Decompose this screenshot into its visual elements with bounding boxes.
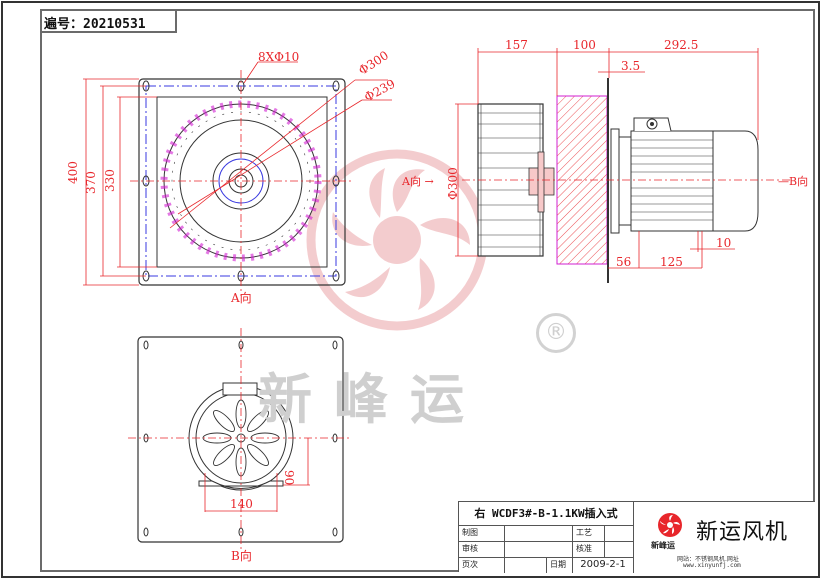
dim-157: 157: [505, 38, 528, 52]
view-label-b-side: —B向: [778, 175, 809, 188]
company-name: 新运风机: [696, 520, 789, 545]
review-value: [505, 541, 573, 557]
side-view: [455, 48, 790, 283]
rear-view: [128, 328, 350, 552]
dim-impeller-dia: Φ300: [446, 167, 460, 200]
title-block: 右 WCDF3#-B-1.1KW插入式 制图 工艺 审核 核准 页次 日期 20…: [458, 501, 816, 573]
sheet-value: [505, 557, 547, 573]
drawing-title: 右 WCDF3#-B-1.1KW插入式: [459, 502, 633, 526]
dim-90: 90: [282, 470, 296, 486]
website-line-2: www.xinyunfj.com: [683, 562, 741, 569]
logo-caption: 新峰运: [651, 541, 675, 550]
drawn-value: [505, 525, 573, 541]
company-block: 新峰运 新运风机 网站：不锈钢风机.网址 www.xinyunfj.com: [633, 502, 816, 573]
watermark-brand-text: 新峰运: [258, 368, 486, 431]
view-label-b-rear: B向: [231, 549, 252, 563]
approve-value: [605, 541, 633, 557]
sheet-label: 页次: [459, 557, 505, 573]
front-view: [83, 61, 392, 296]
inner-border: [40, 9, 815, 572]
process-label: 工艺: [573, 525, 605, 541]
review-label: 审核: [459, 541, 505, 557]
tb-row-review: 审核 核准: [459, 541, 633, 558]
dim-3-5: 3.5: [621, 59, 641, 73]
dim-125: 125: [660, 255, 683, 269]
dim-10: 10: [716, 236, 732, 250]
view-label-a-side: A向 →: [402, 175, 434, 188]
tb-row-date: 页次 日期 2009-2-1: [459, 557, 633, 573]
dim-330: 330: [103, 169, 117, 192]
date-label: 日期: [547, 557, 573, 573]
approve-label: 核准: [573, 541, 605, 557]
dim-56: 56: [616, 255, 632, 269]
tb-row-drawn: 制图 工艺: [459, 525, 633, 542]
process-value: [605, 525, 633, 541]
drawn-label: 制图: [459, 525, 505, 541]
company-fan-logo-icon: [658, 513, 682, 537]
dim-292-5: 292.5: [664, 38, 699, 52]
dim-400: 400: [66, 161, 80, 184]
website-line-1: 网站：不锈钢风机.网址: [677, 556, 739, 563]
serial-number-label: 遍号：20210531: [40, 9, 177, 33]
registered-mark-icon: ®: [536, 313, 576, 353]
holes-callout: 8XΦ10: [258, 50, 300, 64]
dim-140: 140: [230, 497, 253, 511]
view-label-a-front: A向: [231, 291, 252, 305]
dim-100: 100: [573, 38, 596, 52]
dim-370: 370: [84, 171, 98, 194]
date-value: 2009-2-1: [580, 559, 626, 570]
